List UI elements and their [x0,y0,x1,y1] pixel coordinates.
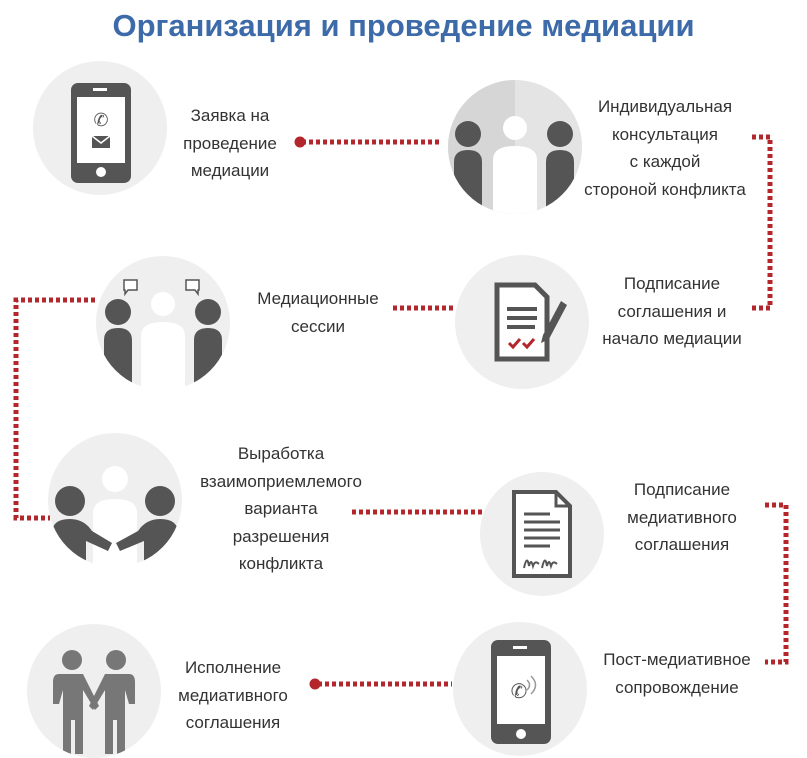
label-line: Индивидуальная [597,97,733,116]
label-line: медиативного [178,685,288,705]
label-line: Заявка на [190,106,270,125]
step-1-label: Заявка на проведение медиации [183,102,277,185]
step-8-label: Исполнение медиативного соглашения [178,654,288,737]
people-handshake-icon [53,650,135,754]
label-line: соглашения [634,535,730,554]
smartphone-message-icon: ✆ [71,83,131,183]
label-line: начало медиации [602,329,742,348]
label-line: Исполнение [184,658,282,677]
label-line: Подписание [633,480,731,499]
step-4-icon-circle [96,256,230,390]
step-2-label: Индивидуальная консультация с каждой сторон… [584,93,746,203]
step-8-icon-circle [27,624,161,758]
step-3-icon-circle [455,255,589,389]
label-line: с каждой [629,152,701,171]
label-line: консультация [611,124,719,144]
start-dot [294,136,306,148]
contract-signing-icon [494,282,567,362]
step-1-icon-circle: ✆ [33,61,167,195]
label-line: Подписание [623,274,721,293]
label-line: взаимоприемлемого [200,471,362,491]
step-7-icon-circle: ✆ [453,622,587,756]
svg-text:✆: ✆ [93,110,108,130]
end-dot [309,678,321,690]
step-6-label: Подписание медиативного соглашения [627,476,737,559]
label-line: разрешения [232,526,330,546]
label-line: сопровождение [615,677,739,697]
step-5-icon-circle [48,433,182,567]
label-line: медиации [190,161,270,180]
connector-2-3 [752,134,773,311]
step-2-icon-circle [448,80,582,214]
label-line: Медиационные [257,289,379,308]
step-6-icon-circle [480,472,604,596]
label-line: стороной конфликта [584,179,746,199]
step-7-label: Пост-медиативное сопровождение [603,646,751,701]
step-3-label: Подписание соглашения и начало медиации [602,270,741,353]
label-line: варианта [244,499,318,518]
label-line: соглашения и [617,301,727,321]
phone-call-icon: ✆ [491,640,551,744]
handshake-agreement-icon [52,466,178,567]
mediation-sessions-icon [104,279,222,390]
label-line: конфликта [238,554,324,573]
label-line: соглашения [185,713,281,732]
label-line: проведение [183,133,277,153]
connector-6-7 [765,502,789,665]
page-title: Организация и проведение медиации [112,8,695,43]
individual-consultation-icon [448,80,582,214]
label-line: Пост-медиативное [603,650,751,669]
svg-text:✆: ✆ [511,681,528,703]
label-line: сессии [291,316,345,336]
step-4-label: Медиационные сессии [257,285,378,340]
step-5-label: Выработка взаимоприемлемого варианта разреш… [200,440,362,578]
label-line: Выработка [237,444,325,463]
signed-document-icon [512,490,572,578]
label-line: медиативного [627,507,737,527]
